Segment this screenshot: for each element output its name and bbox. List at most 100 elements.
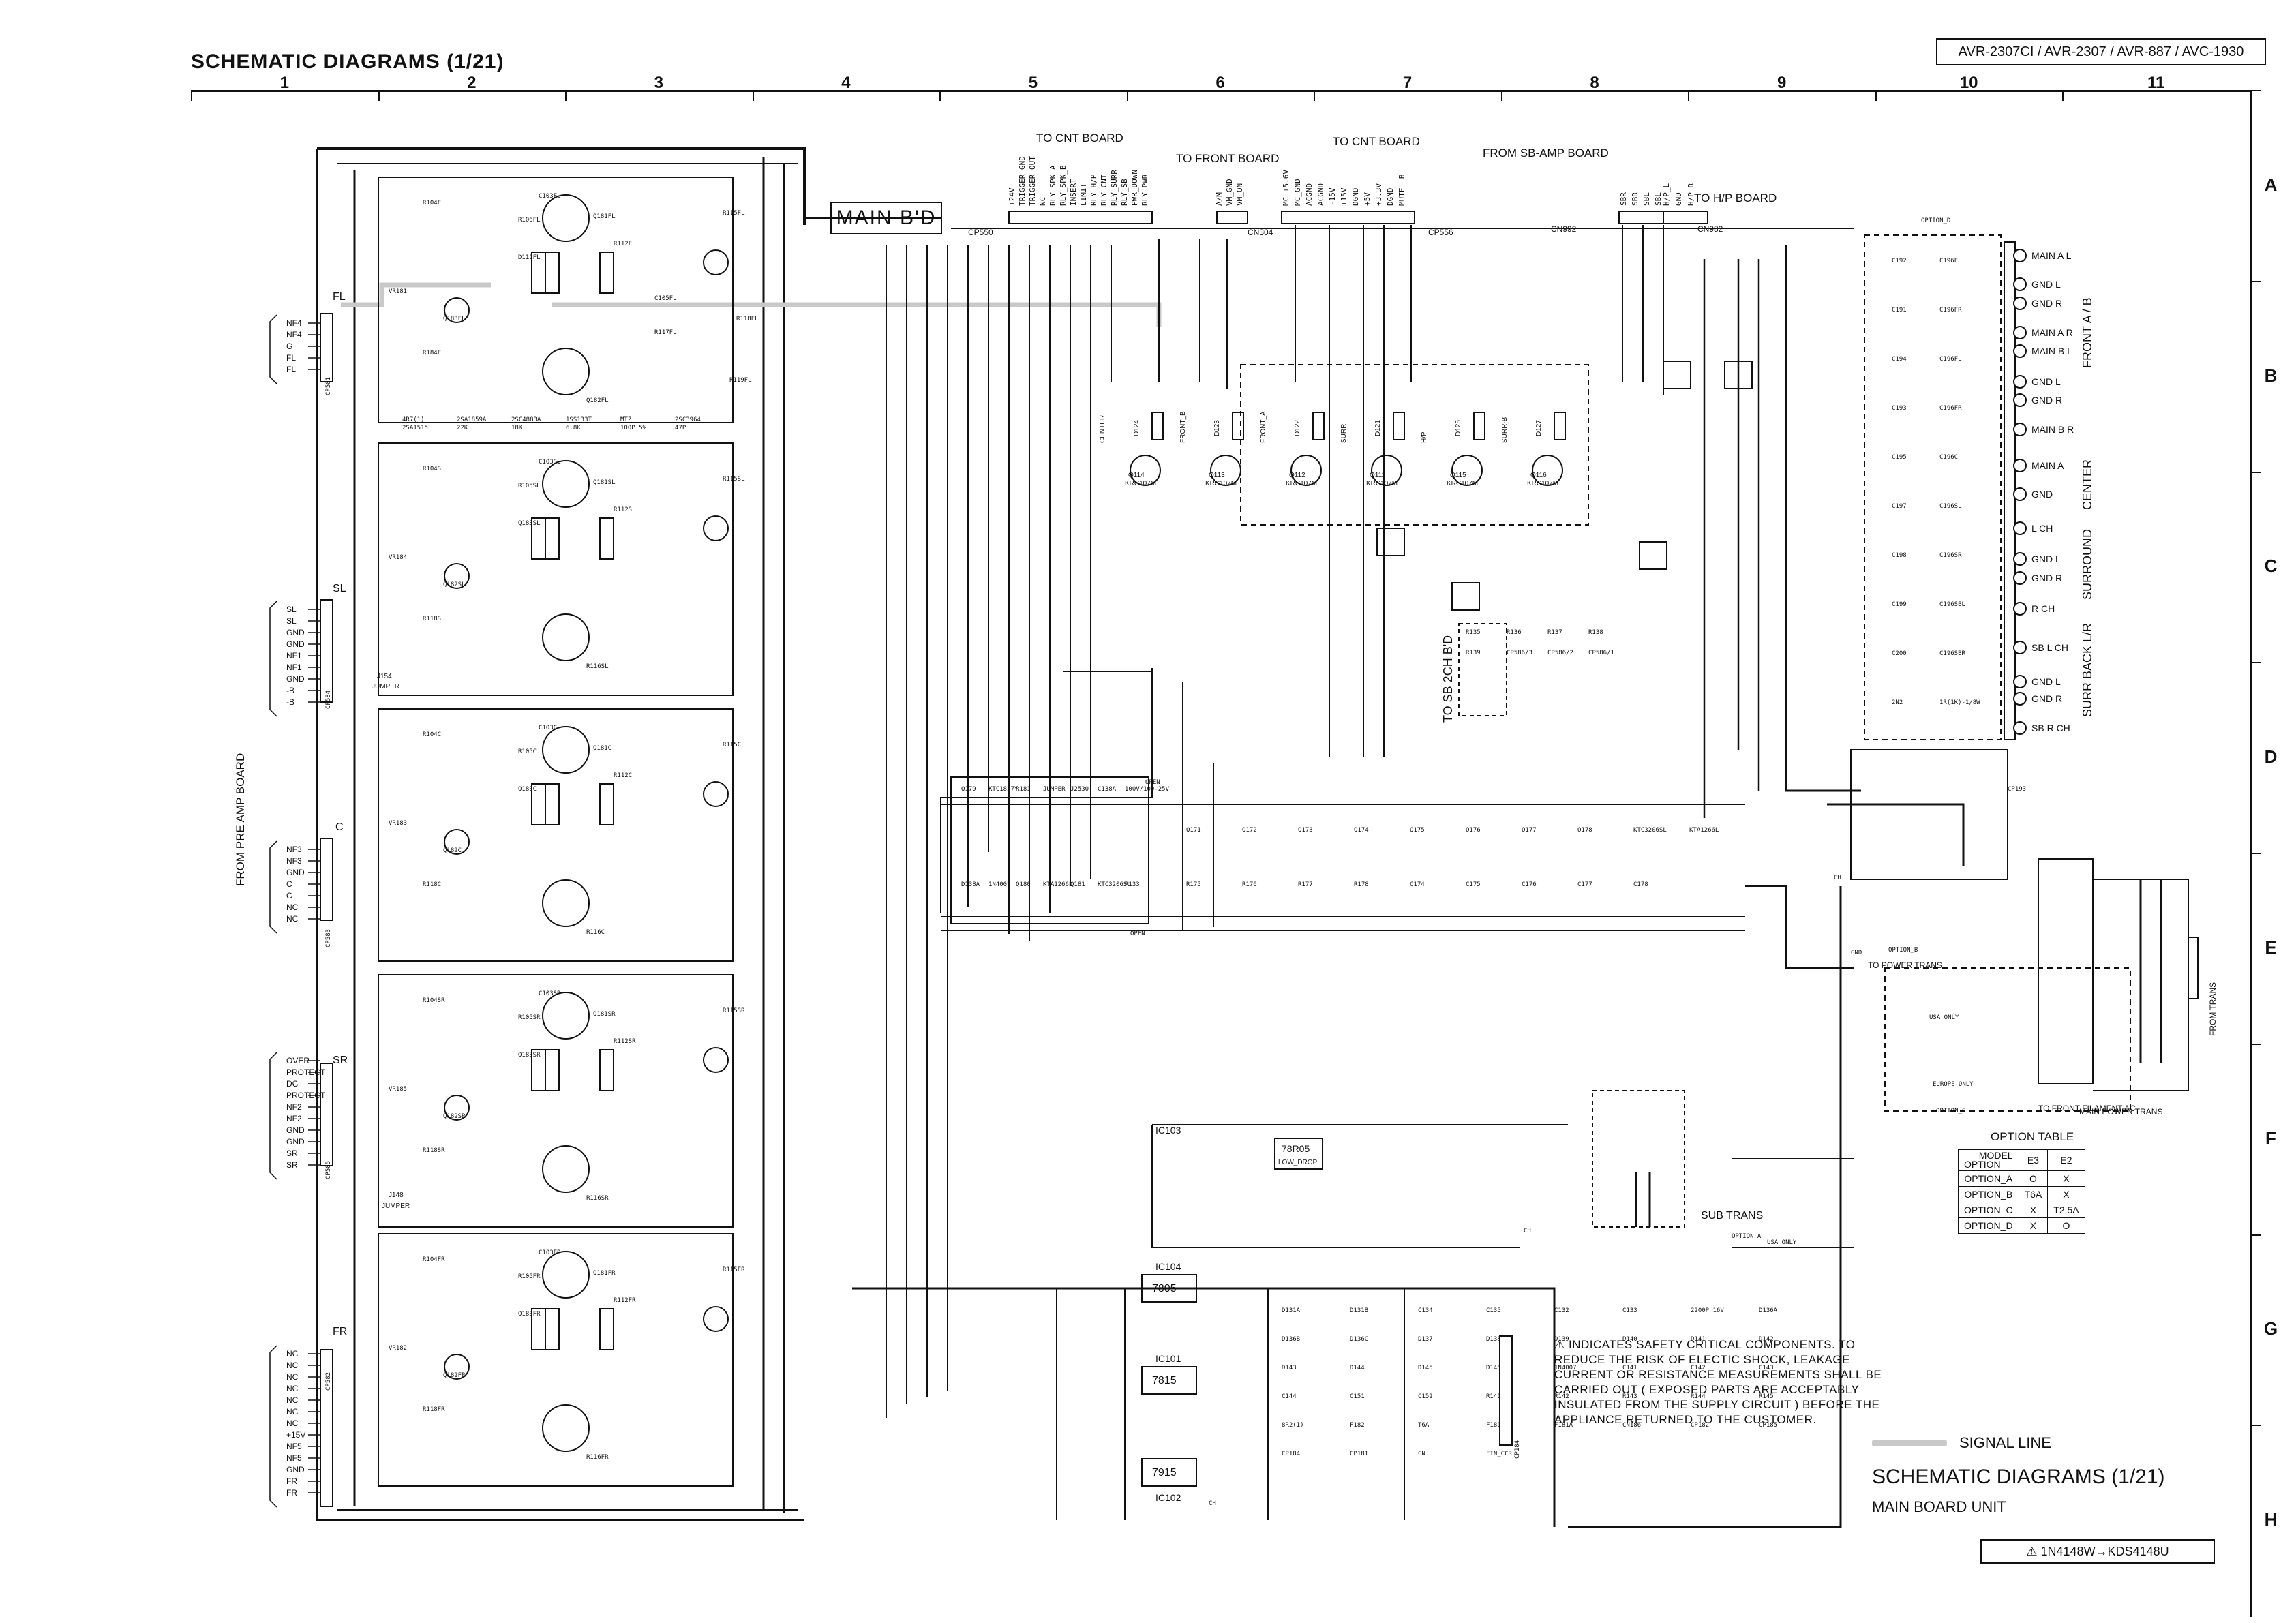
amp-common-part: 1SS133T <box>566 416 592 423</box>
cp556-pin: ACGND <box>1305 183 1314 206</box>
option-table-option: OPTION <box>1964 1159 2001 1170</box>
column-number: 11 <box>2147 74 2165 92</box>
column-tick <box>939 90 941 101</box>
option-value: T2.5A <box>2047 1202 2085 1218</box>
speaker-part-ref: C196SBR <box>1939 650 1966 657</box>
protect-part-ref: KTC3206SL <box>1098 881 1131 888</box>
speaker-terminal-name: SB L CH <box>2031 642 2068 653</box>
power-part-ref: C144 <box>1282 1393 1297 1400</box>
speaker-terminal <box>2013 571 2027 585</box>
row-tick <box>2250 1234 2261 1236</box>
footer-note: ⚠ 1N4148W→KDS4148U <box>1980 1539 2215 1564</box>
transistor-symbol <box>542 726 590 774</box>
speaker-terminal-name: SB R CH <box>2031 723 2070 733</box>
option-label: EUROPE ONLY <box>1933 1081 1974 1088</box>
row-letter: F <box>2265 1127 2276 1149</box>
speaker-terminal-name: MAIN A <box>2031 460 2064 471</box>
power-part-ref: D143 <box>1282 1365 1297 1371</box>
row-tick <box>2250 471 2261 473</box>
amp-part-ref: Q183SR <box>518 1052 541 1059</box>
cp550-pin: RLY_SPK_A <box>1048 165 1057 206</box>
protect-part-ref: 1N4007 <box>988 881 1011 888</box>
input-pin-label: NC <box>286 1361 299 1370</box>
amp-part-ref: Q181SL <box>593 479 616 486</box>
amp-common-part: 47P <box>675 425 686 431</box>
reg-ic102-ref: IC102 <box>1155 1492 1181 1503</box>
cp550-pin: PWR_DOWN <box>1130 170 1139 206</box>
speaker-group-label: SURR BACK L/R <box>2081 623 2094 717</box>
speaker-part-ref: C199 <box>1892 601 1907 608</box>
speaker-part-ref: C196FR <box>1939 307 1962 314</box>
transistor-symbol <box>703 515 729 541</box>
amp-part-ref: R115FR <box>723 1266 745 1273</box>
power-part-ref: C141 <box>1622 1365 1637 1371</box>
row-letter: C <box>2264 556 2278 577</box>
power-part-ref: R141 <box>1486 1393 1501 1400</box>
label-to-front-filament: TO FRONT FILAMENT AC <box>2038 1104 2136 1113</box>
transistor-symbol <box>542 1251 590 1299</box>
speaker-group-label: CENTER <box>2081 459 2094 510</box>
resistor-symbol <box>599 1308 614 1350</box>
column-number: 6 <box>1215 74 1225 92</box>
input-pin-label: SR <box>286 1160 298 1170</box>
speaker-terminal <box>2013 602 2027 616</box>
amp-part-ref: R118FL <box>736 316 759 322</box>
input-pin-label: NF5 <box>286 1453 302 1463</box>
power-part-ref: CN186 <box>1622 1422 1641 1429</box>
amp-part-ref: Q182C <box>443 847 462 854</box>
channel-sl: SL <box>333 583 346 594</box>
column-number: 3 <box>654 74 664 92</box>
cp550-pin: RLY_SB <box>1120 179 1129 206</box>
relay-coil <box>1473 412 1485 440</box>
cn304-pin: A/M <box>1215 192 1224 206</box>
relay-coil <box>1151 412 1164 440</box>
label-from-sb-amp: FROM SB-AMP BOARD <box>1483 147 1609 160</box>
reg-ic104-part: 7805 <box>1152 1283 1177 1294</box>
amp-part-ref: R112C <box>614 772 632 779</box>
cp556-pin: DGND <box>1351 188 1360 207</box>
channel-fl: FL <box>333 291 346 303</box>
connector-ref: CP193 <box>2008 786 2026 793</box>
cn992-pin: SBL <box>1654 192 1663 206</box>
column-tick <box>2062 90 2064 101</box>
input-pin-label: GND <box>286 1465 305 1474</box>
cp550-pin: RLY_PWR <box>1141 174 1149 206</box>
protect-part-ref: Q179 <box>961 786 976 793</box>
label-cp556: CP556 <box>1428 228 1453 237</box>
protect-part-ref: 100V/100-25V <box>1125 786 1170 793</box>
input-pin-label: FL <box>286 353 296 363</box>
cp550-pin: +24V <box>1008 187 1016 206</box>
transistor-symbol <box>703 1047 729 1073</box>
column-number: 8 <box>1590 74 1599 92</box>
amp-part-ref: R105SL <box>518 483 541 489</box>
row-tick <box>2250 90 2261 91</box>
driver-part-ref: KTC3206SL <box>1633 827 1667 834</box>
channel-c: C <box>335 821 344 833</box>
protect-part-ref: CP586/2 <box>1547 650 1573 656</box>
channel-fr: FR <box>333 1326 347 1337</box>
resistor-symbol <box>599 252 614 294</box>
power-part-ref: 2200P 16V <box>1691 1307 1724 1314</box>
footer-title: SCHEMATIC DIAGRAMS (1/21) <box>1872 1466 2165 1488</box>
amp-part-ref: Q183FL <box>443 316 466 322</box>
speaker-terminal-name: MAIN A R <box>2031 327 2073 338</box>
column-tick <box>378 90 380 101</box>
reg-ic103-note: LOW_DROP <box>1278 1159 1318 1166</box>
warning-icon: ⚠ <box>2026 1545 2041 1558</box>
input-pin-label: G <box>286 342 292 351</box>
protect-part-ref: KTA1266L <box>1043 881 1072 888</box>
amp-common-part: MTZ <box>620 416 632 423</box>
option-value: T6A <box>2018 1186 2049 1202</box>
option-label: USA ONLY <box>1929 1014 1959 1021</box>
relay-driver-diode: D124 <box>1133 420 1141 436</box>
speaker-terminal <box>2013 297 2027 310</box>
amp-part-ref: Q182FL <box>586 397 609 404</box>
amp-part-ref: R106FL <box>518 217 541 224</box>
amp-common-part: 2SA1515 <box>402 425 428 431</box>
amp-common-part: 2SA1859A <box>457 416 487 423</box>
option-label: OPTION_C <box>1936 1108 1965 1114</box>
input-pin-label: DC <box>286 1079 299 1089</box>
power-part-ref: C134 <box>1418 1307 1433 1314</box>
transistor-symbol <box>444 297 470 323</box>
power-part-ref: D141 <box>1691 1336 1706 1343</box>
